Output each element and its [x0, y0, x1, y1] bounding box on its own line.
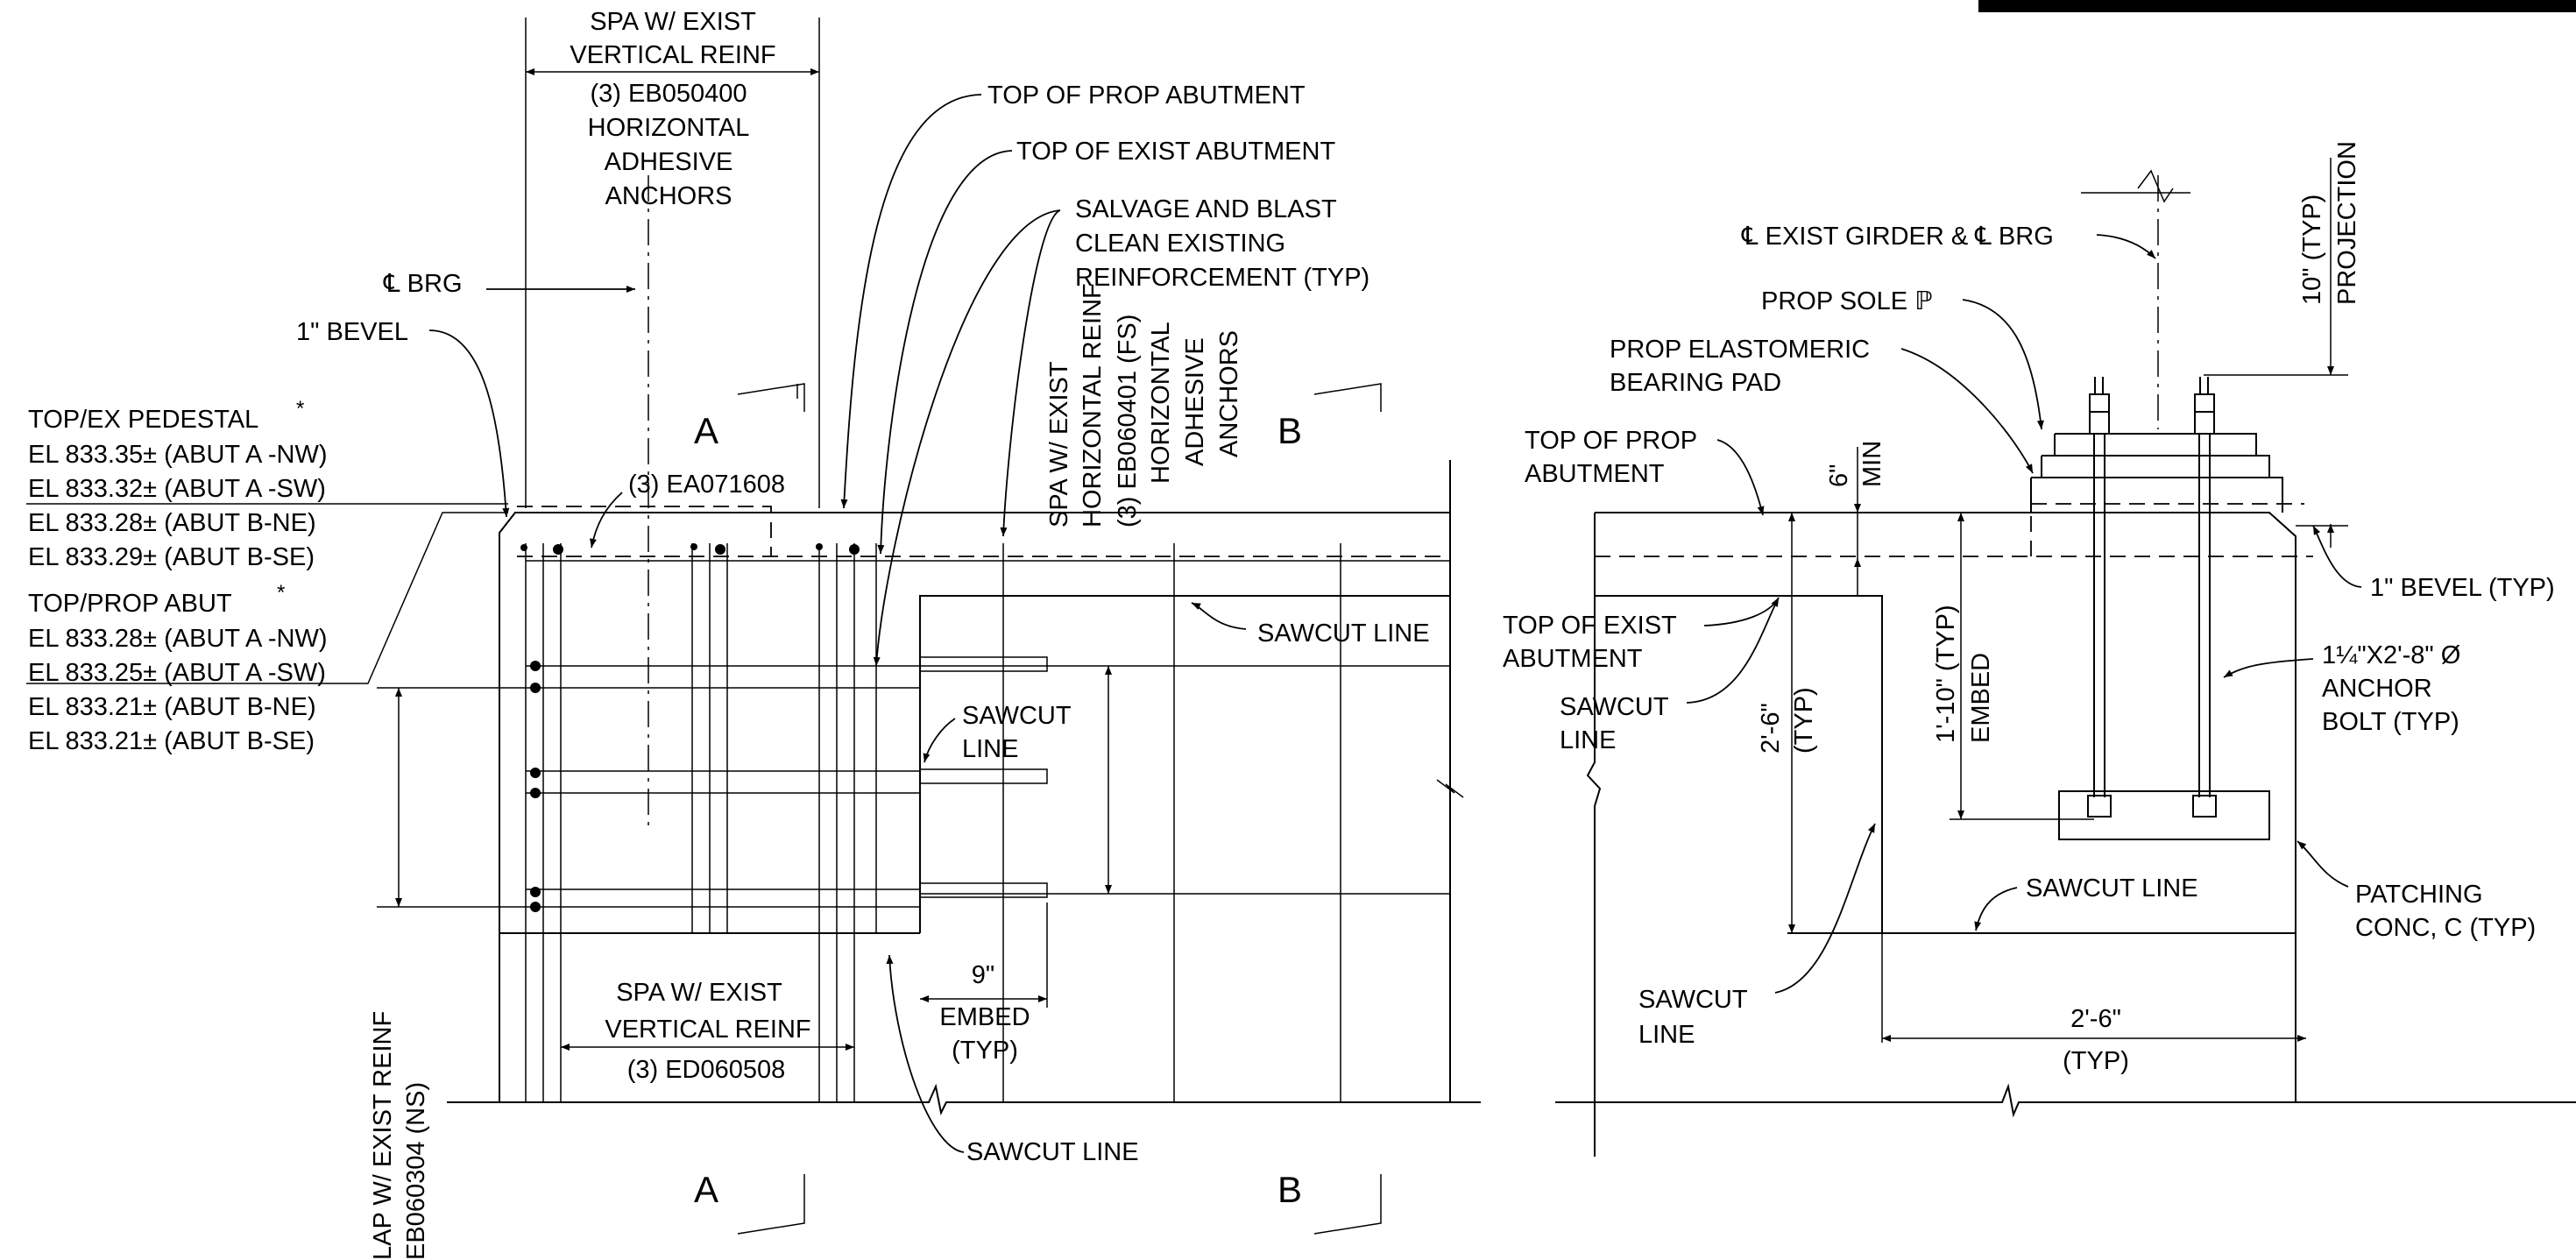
- sawcut-line-a-2: LINE: [1560, 726, 1616, 754]
- embed-typ-1: EMBED: [939, 1003, 1030, 1031]
- bevel-label: 1" BEVEL: [296, 318, 408, 346]
- anchors-eb050400-2: HORIZONTAL: [588, 114, 750, 142]
- spa-vert-bottom-1: SPA W/ EXIST: [616, 979, 782, 1007]
- asterisk-1: *: [296, 397, 304, 421]
- bevel-typ-label: 1" BEVEL (TYP): [2370, 574, 2555, 602]
- embed-typ-2: (TYP): [952, 1037, 1018, 1065]
- spa-horiz-2: HORIZONTAL REINF: [1079, 283, 1107, 527]
- salvage-label-2: CLEAN EXISTING: [1075, 230, 1285, 258]
- anchors-eb050400-4: ANCHORS: [605, 182, 732, 210]
- lap-exist-label: LAP W/ EXIST REINF: [369, 1011, 397, 1260]
- section-a-top: A: [694, 410, 718, 451]
- left-section: [26, 18, 1481, 1235]
- cl-brg-label: ℄ BRG: [383, 270, 463, 298]
- top-exist-abutment-label: TOP OF EXIST ABUTMENT: [1016, 138, 1335, 166]
- projection-1: 10" (TYP): [2298, 195, 2326, 305]
- eb060401-2: HORIZONTAL: [1147, 322, 1175, 484]
- section-b-bottom: B: [1277, 1169, 1302, 1210]
- ed060508-label: (3) ED060508: [627, 1056, 786, 1084]
- eb060401-3: ADHESIVE: [1181, 337, 1209, 466]
- sawcut-mid-label: SAWCUT LINE: [2026, 874, 2198, 903]
- spa-horiz-1: SPA W/ EXIST: [1045, 361, 1073, 527]
- dim-bottom-2: (TYP): [2063, 1047, 2129, 1075]
- top-ex-pedestal-label: TOP/EX PEDESTAL: [28, 406, 258, 434]
- dim-1-10-2: EMBED: [1967, 653, 1995, 743]
- patching-2: CONC, C (TYP): [2355, 914, 2536, 942]
- asterisk-2: *: [277, 581, 285, 605]
- salvage-label-3: REINFORCEMENT (TYP): [1075, 264, 1369, 292]
- cl-girder-label: ℄ EXIST GIRDER & ℄ BRG: [1741, 223, 2054, 251]
- sawcut-line-right: SAWCUT LINE: [1257, 619, 1430, 648]
- spa-vert-top-2: VERTICAL REINF: [570, 41, 775, 69]
- eb060401-4: ANCHORS: [1215, 330, 1243, 457]
- anchor-bolt-3: BOLT (TYP): [2322, 708, 2459, 736]
- prop-elevation-2: EL 833.25± (ABUT A -SW): [28, 659, 326, 687]
- top-exist-2: ABUTMENT: [1503, 645, 1643, 673]
- patching-1: PATCHING: [2355, 881, 2483, 909]
- dim-bottom-1: 2'-6": [2070, 1005, 2121, 1033]
- sawcut-bottom-label: SAWCUT LINE: [966, 1138, 1139, 1166]
- eb060401-1: (3) EB060401 (FS): [1114, 315, 1142, 527]
- elastomeric-1: PROP ELASTOMERIC: [1610, 336, 1870, 364]
- section-b-top: B: [1277, 410, 1302, 451]
- section-a-bottom: A: [694, 1169, 718, 1210]
- anchor-bolt-1: 1¼"X2'-8" Ø: [2322, 641, 2460, 669]
- left-labels: SPA W/ EXIST VERTICAL REINF (3) EB050400…: [28, 8, 1430, 1260]
- dim-2-6-1: 2'-6": [1757, 703, 1785, 754]
- elastomeric-2: BEARING PAD: [1610, 369, 1781, 397]
- six-min-2: MIN: [1858, 441, 1886, 487]
- embed-9-label: 9": [972, 961, 994, 989]
- salvage-label-1: SALVAGE AND BLAST: [1075, 195, 1337, 223]
- prop-elevation-4: EL 833.21± (ABUT B-SE): [28, 727, 315, 755]
- dim-2-6-2: (TYP): [1790, 687, 1818, 754]
- ex-elevation-2: EL 833.32± (ABUT A -SW): [28, 475, 326, 503]
- spa-vert-top-1: SPA W/ EXIST: [590, 8, 756, 36]
- sawcut-two-2: LINE: [962, 735, 1018, 763]
- top-prop-abutment-label: TOP OF PROP ABUTMENT: [987, 81, 1306, 110]
- sawcut-line-b-1: SAWCUT: [1638, 986, 1748, 1014]
- anchors-eb050400-1: (3) EB050400: [591, 80, 747, 108]
- right-section: [1555, 158, 2576, 1157]
- ex-elevation-3: EL 833.28± (ABUT B-NE): [28, 509, 316, 537]
- ea071608-label: (3) EA071608: [628, 471, 785, 499]
- right-labels: ℄ EXIST GIRDER & ℄ BRG PROP SOLE ℙ PROP …: [1503, 141, 2555, 1075]
- projection-2: PROJECTION: [2333, 141, 2361, 305]
- top-prop-2: ABUTMENT: [1525, 460, 1665, 488]
- sawcut-two-1: SAWCUT: [962, 702, 1072, 730]
- prop-elevation-3: EL 833.21± (ABUT B-NE): [28, 693, 316, 721]
- dim-1-10-1: 1'-10" (TYP): [1932, 605, 1960, 743]
- sawcut-line-b-2: LINE: [1638, 1021, 1695, 1049]
- prop-elevation-1: EL 833.28± (ABUT A -NW): [28, 625, 328, 653]
- spa-vert-bottom-2: VERTICAL REINF: [605, 1016, 810, 1044]
- top-prop-1: TOP OF PROP: [1525, 427, 1697, 455]
- anchors-eb050400-3: ADHESIVE: [605, 148, 733, 176]
- anchor-bolt-2: ANCHOR: [2322, 675, 2432, 703]
- ex-elevation-4: EL 833.29± (ABUT B-SE): [28, 543, 315, 571]
- top-exist-1: TOP OF EXIST: [1503, 612, 1677, 640]
- eb060304-label: EB060304 (NS): [402, 1082, 430, 1260]
- ex-elevation-1: EL 833.35± (ABUT A -NW): [28, 441, 328, 469]
- title-block-fragment: [1978, 0, 2576, 12]
- prop-sole-label: PROP SOLE ℙ: [1761, 287, 1932, 315]
- six-min-1: 6": [1825, 464, 1853, 487]
- top-prop-abut-label: TOP/PROP ABUT: [28, 590, 232, 618]
- sawcut-line-a-1: SAWCUT: [1560, 693, 1669, 721]
